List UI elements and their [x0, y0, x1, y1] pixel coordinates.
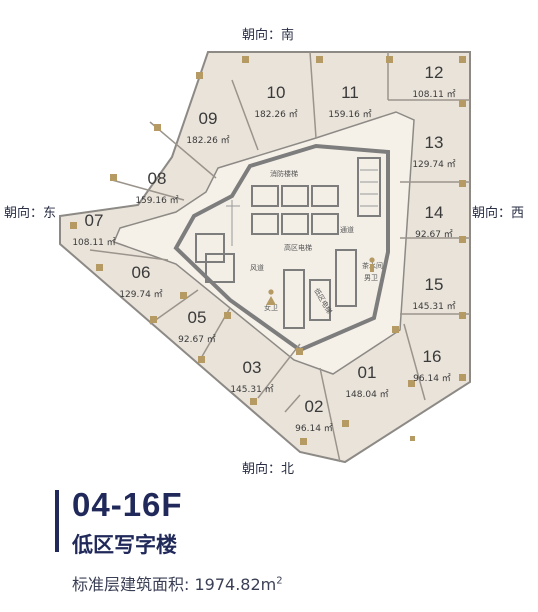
unit-area: 108.11 ㎡: [412, 89, 455, 100]
core-rooms: [195, 157, 381, 329]
men-restroom-label: 男卫: [364, 274, 378, 282]
unit-area: 148.04 ㎡: [345, 389, 388, 400]
unit-area: 159.16 ㎡: [328, 109, 371, 120]
unit-area: 108.11 ㎡: [72, 237, 115, 248]
heading-accent-bar: [55, 490, 59, 552]
floor-plan: 消防楼梯 通道 高区电梯 风道 茶水间 男卫 女卫 低区电梯 12108.11 …: [59, 51, 471, 464]
men-restroom-icon: [369, 257, 375, 272]
unit-area: 145.31 ㎡: [230, 384, 273, 395]
unit-11: 11 159.16 ㎡: [328, 83, 371, 120]
area-unit-superscript: 2: [276, 575, 283, 587]
unit-number: 06: [132, 263, 151, 282]
floor-range-title: 04-16F: [72, 486, 183, 523]
high-elevator-label: 高区电梯: [284, 243, 312, 252]
unit-area: 92.67 ㎡: [178, 334, 216, 345]
unit-03: 03 145.31 ㎡: [230, 358, 273, 395]
standard-floor-area-text: 标准层建筑面积: 1974.82m: [72, 575, 277, 594]
unit-area: 182.26 ㎡: [186, 135, 229, 146]
unit-partitions: [89, 51, 470, 463]
unit-number: 02: [305, 397, 324, 416]
unit-number: 05: [188, 308, 207, 327]
unit-number: 15: [425, 275, 444, 294]
corridor-label: 通道: [340, 225, 354, 234]
unit-06: 06 129.74 ㎡: [119, 263, 162, 300]
unit-08: 08 159.16 ㎡: [135, 169, 178, 206]
unit-14: 14 92.67 ㎡: [415, 203, 453, 240]
unit-13: 13 129.74 ㎡: [412, 133, 455, 170]
unit-number: 16: [423, 347, 442, 366]
unit-12: 12 108.11 ㎡: [412, 63, 455, 100]
orientation-south: 朝向：南: [242, 28, 295, 43]
unit-number: 14: [425, 203, 444, 222]
unit-01: 01 148.04 ㎡: [345, 363, 388, 400]
unit-number: 03: [243, 358, 262, 377]
unit-16: 16 96.14 ㎡: [413, 347, 451, 384]
unit-05: 05 92.67 ㎡: [178, 308, 216, 345]
orientation-west: 朝向：西: [472, 206, 525, 221]
fire-stair-label: 消防楼梯: [270, 169, 298, 178]
unit-number: 11: [341, 83, 359, 102]
unit-number: 13: [425, 133, 444, 152]
unit-number: 08: [148, 169, 167, 188]
office-category: 低区写字楼: [72, 533, 177, 557]
unit-area: 129.74 ㎡: [119, 289, 162, 300]
women-restroom-icon: [266, 289, 276, 305]
women-restroom-label: 女卫: [264, 303, 278, 312]
orientation-east: 朝向：东: [4, 206, 57, 221]
unit-09: 09 182.26 ㎡: [186, 109, 229, 146]
duct-label: 风道: [250, 263, 264, 272]
unit-area: 159.16 ㎡: [135, 195, 178, 206]
unit-area: 96.14 ㎡: [413, 373, 451, 384]
unit-number: 10: [267, 83, 286, 102]
unit-07: 07 108.11 ㎡: [72, 211, 115, 248]
unit-area: 145.31 ㎡: [412, 301, 455, 312]
unit-10: 10 182.26 ㎡: [254, 83, 297, 120]
unit-number: 12: [425, 63, 444, 82]
unit-area: 92.67 ㎡: [415, 229, 453, 240]
orientation-north: 朝向：北: [242, 462, 295, 477]
unit-number: 07: [85, 211, 104, 230]
standard-floor-area: 标准层建筑面积: 1974.82m2: [72, 571, 283, 595]
unit-15: 15 145.31 ㎡: [412, 275, 455, 312]
unit-area: 129.74 ㎡: [412, 159, 455, 170]
columns: [70, 56, 466, 445]
unit-area: 182.26 ㎡: [254, 109, 297, 120]
stair-marks: [226, 169, 378, 246]
unit-number: 01: [358, 363, 377, 382]
unit-area: 96.14 ㎡: [295, 423, 333, 434]
unit-02: 02 96.14 ㎡: [295, 397, 333, 434]
unit-number: 09: [199, 109, 218, 128]
